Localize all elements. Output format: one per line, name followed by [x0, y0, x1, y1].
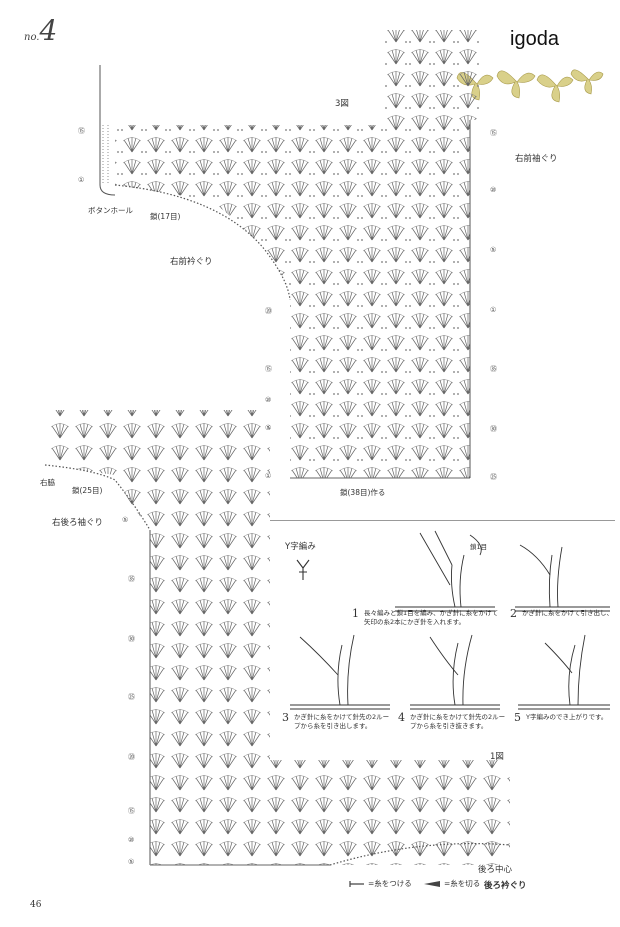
step-text: かぎ針に糸をかけて針先の2ループから糸を引き出します。	[294, 713, 390, 730]
issue-label: no.4	[24, 14, 57, 47]
row-marker: ⑩	[128, 836, 135, 844]
diagram3-title: 3図	[335, 99, 349, 109]
chain17-label: 鎖(17目)	[150, 212, 181, 221]
crochet-chart-3	[99, 30, 480, 479]
row-marker: ⑳	[128, 753, 135, 761]
chain25-label: 鎖(25目)	[72, 486, 103, 495]
row-marker: ⑮	[265, 365, 272, 373]
y-stitch-divider	[270, 520, 615, 521]
chain38-label: 鎖(38目)作る	[340, 488, 386, 497]
row-marker: ㉚	[128, 635, 135, 643]
attach-yarn-icon	[349, 881, 364, 887]
right-back-sleeve-label: 右後ろ袖ぐり	[52, 518, 104, 528]
y-stitch-title: Y字編み	[285, 542, 316, 552]
cut-yarn-icon	[424, 881, 440, 887]
row-marker: ⑤	[122, 516, 129, 524]
row-marker: ㉚	[490, 425, 497, 433]
right-front-neck-label: 右前衿ぐり	[170, 257, 213, 267]
back-neck-label: 後ろ衿ぐり	[484, 881, 527, 891]
row-marker: ①	[490, 306, 497, 314]
right-front-sleeve-label: 右前袖ぐり	[515, 154, 558, 164]
step-number: 3	[282, 711, 289, 724]
step-text: かぎ針に糸をかけて引き出し、	[522, 609, 613, 617]
row-marker: ㉟	[490, 365, 497, 373]
back-center-label: 後ろ中心	[478, 865, 513, 875]
row-marker: ㉕	[490, 473, 497, 481]
diagram1-title: 1図	[490, 752, 504, 762]
row-marker: ⑤	[490, 246, 497, 254]
y-stitch-illustrations	[290, 530, 610, 710]
row-marker: ⑩	[490, 186, 497, 194]
row-marker: ⑳	[265, 307, 272, 315]
chain1-label: 鎖1目	[470, 543, 488, 551]
row-marker: ⑮	[78, 127, 85, 135]
step-number: 2	[510, 607, 517, 620]
y-stitch-symbol-icon	[296, 559, 310, 580]
step-number: 4	[398, 711, 405, 724]
issue-prefix: no.	[24, 32, 40, 43]
row-marker: ①	[78, 176, 85, 184]
watermark-text: igoda	[510, 28, 559, 50]
step-text: 長々編みと鎖1目を編み、かぎ針に糸をかけて矢印の糸2本にかぎ針を入れます。	[364, 609, 499, 626]
legend-attach-label: =糸をつける	[368, 879, 412, 888]
row-marker: ⑮	[490, 129, 497, 137]
row-marker: ㉟	[128, 575, 135, 583]
row-marker: ㉕	[128, 693, 135, 701]
step-text: Y字編みのでき上がりです。	[526, 713, 608, 721]
buttonhole-label: ボタンホール	[88, 206, 133, 215]
row-marker: ⑮	[128, 807, 135, 815]
step-number: 1	[352, 607, 359, 620]
row-marker: ⑩	[265, 396, 272, 404]
step-number: 5	[514, 711, 521, 724]
legend-cut-label: =糸を切る	[444, 879, 481, 888]
page-number: 46	[30, 900, 42, 910]
step-text: かぎ針に糸をかけて針先の2ループから糸を引き抜きます。	[410, 713, 506, 730]
row-marker: ⑤	[128, 858, 135, 866]
right-side-label: 右脇	[40, 478, 55, 487]
issue-number: 4	[39, 14, 58, 47]
